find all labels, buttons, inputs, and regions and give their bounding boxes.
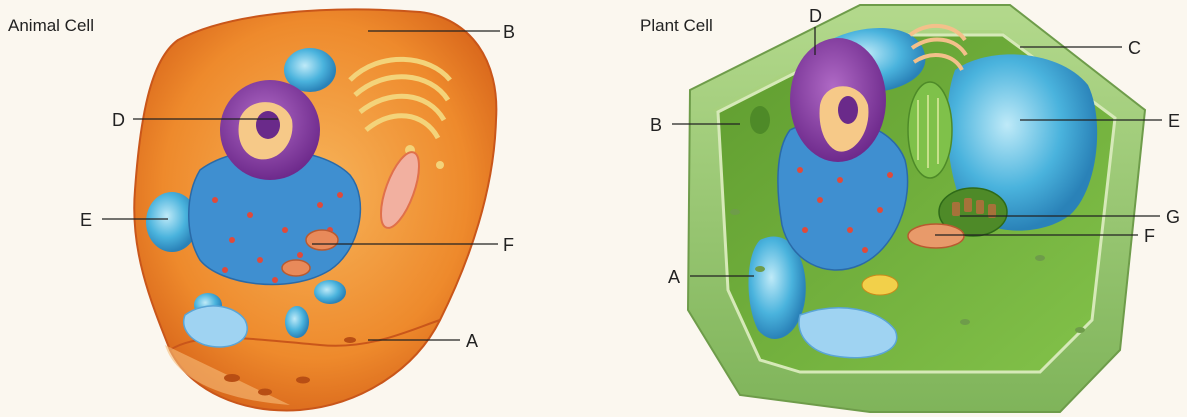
animal-cell-drawing bbox=[134, 9, 496, 410]
chloroplast bbox=[908, 82, 952, 178]
plant-label-b: B bbox=[650, 115, 662, 135]
plant-cell-title: Plant Cell bbox=[640, 16, 713, 35]
plant-label-d: D bbox=[809, 6, 822, 26]
plant-mitochondrion bbox=[908, 224, 964, 248]
animal-mitochondrion bbox=[306, 230, 338, 250]
animal-label-e: E bbox=[80, 210, 92, 230]
plant-label-a: A bbox=[668, 267, 680, 287]
animal-label-d: D bbox=[112, 110, 125, 130]
animal-label-b: B bbox=[503, 22, 515, 42]
plant-label-f: F bbox=[1144, 226, 1155, 246]
plant-label-g: G bbox=[1166, 207, 1180, 227]
animal-label-a: A bbox=[466, 331, 478, 351]
plant-label-e: E bbox=[1168, 111, 1180, 131]
animal-label-f: F bbox=[503, 235, 514, 255]
plant-label-c: C bbox=[1128, 38, 1141, 58]
plant-cell-drawing bbox=[688, 5, 1145, 412]
animal-cell-title: Animal Cell bbox=[8, 16, 94, 35]
